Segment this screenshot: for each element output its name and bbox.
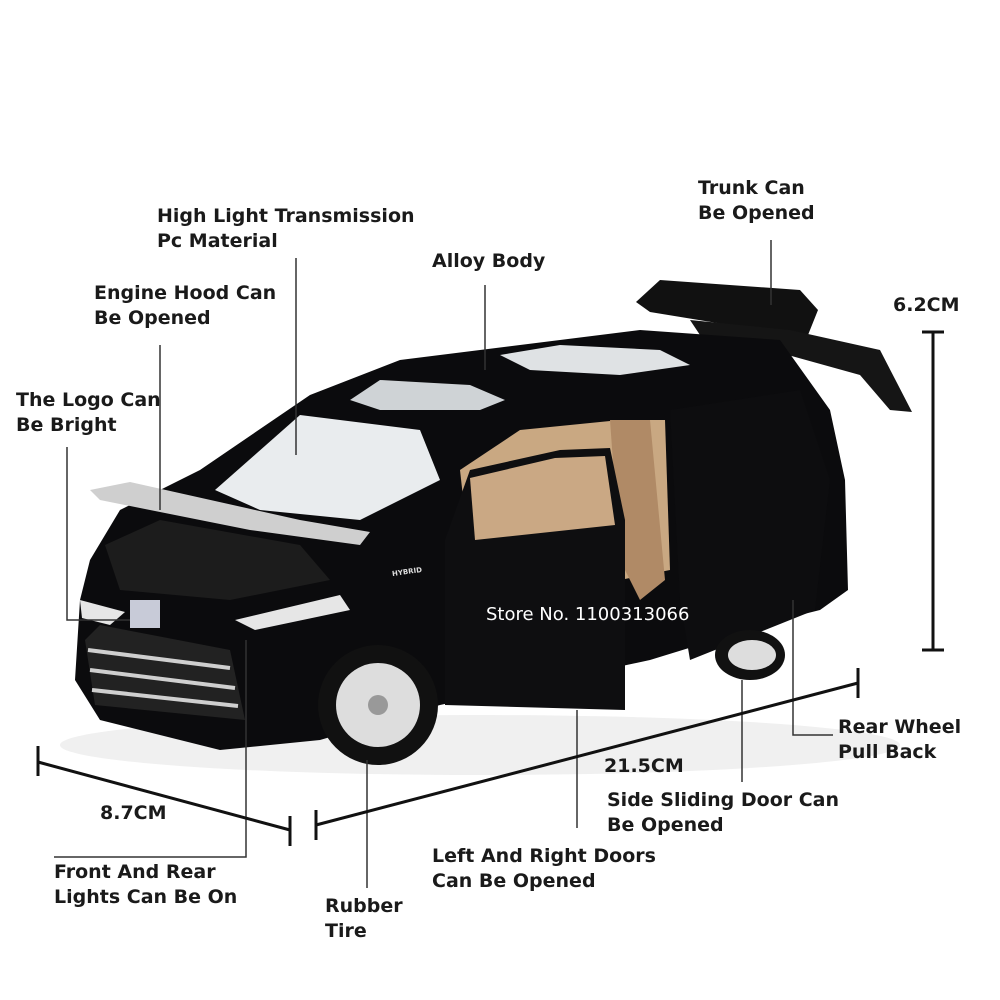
label-line: Side Sliding Door Can: [607, 789, 840, 811]
label-line: The Logo Can: [16, 389, 161, 411]
label-line: Pc Material: [157, 230, 278, 252]
label-line: Alloy Body: [432, 250, 546, 272]
label-line: Rubber: [325, 895, 403, 917]
van-body: [75, 330, 848, 750]
label-line: Be Opened: [698, 202, 815, 224]
label-line: Can Be Opened: [432, 870, 596, 892]
leader-lines: [54, 240, 833, 888]
dimension-height: 6.2CM: [893, 294, 960, 316]
label-pc-material: High Light Transmission Pc Material: [157, 204, 415, 254]
label-line: Rear Wheel: [838, 716, 962, 738]
label-alloy-body: Alloy Body: [432, 249, 545, 274]
label-line: Left And Right Doors: [432, 845, 656, 867]
label-tire: Rubber Tire: [325, 894, 403, 944]
label-line: Be Opened: [94, 307, 211, 329]
front-wheel: [318, 645, 438, 765]
label-rear-wheel: Rear Wheel Pull Back: [838, 715, 961, 765]
label-line: Be Opened: [607, 814, 724, 836]
label-line: Pull Back: [838, 741, 937, 763]
label-line: Tire: [325, 920, 367, 942]
dimension-length: 21.5CM: [604, 755, 684, 777]
label-logo: The Logo Can Be Bright: [16, 388, 161, 438]
store-watermark: Store No. 1100313066: [486, 604, 690, 625]
label-lights: Front And Rear Lights Can Be On: [54, 860, 237, 910]
label-lr-doors: Left And Right Doors Can Be Opened: [432, 844, 656, 894]
label-line: High Light Transmission: [157, 205, 415, 227]
label-line: Trunk Can: [698, 177, 805, 199]
label-line: Be Bright: [16, 414, 117, 436]
rear-wheel: [715, 630, 785, 680]
label-side-door: Side Sliding Door Can Be Opened: [607, 788, 839, 838]
label-line: Engine Hood Can: [94, 282, 277, 304]
label-line: Front And Rear: [54, 861, 216, 883]
label-trunk: Trunk Can Be Opened: [698, 176, 815, 226]
dimension-lines: [36, 330, 944, 846]
dimension-width: 8.7CM: [100, 802, 167, 824]
label-engine-hood: Engine Hood Can Be Opened: [94, 281, 276, 331]
label-line: Lights Can Be On: [54, 886, 238, 908]
